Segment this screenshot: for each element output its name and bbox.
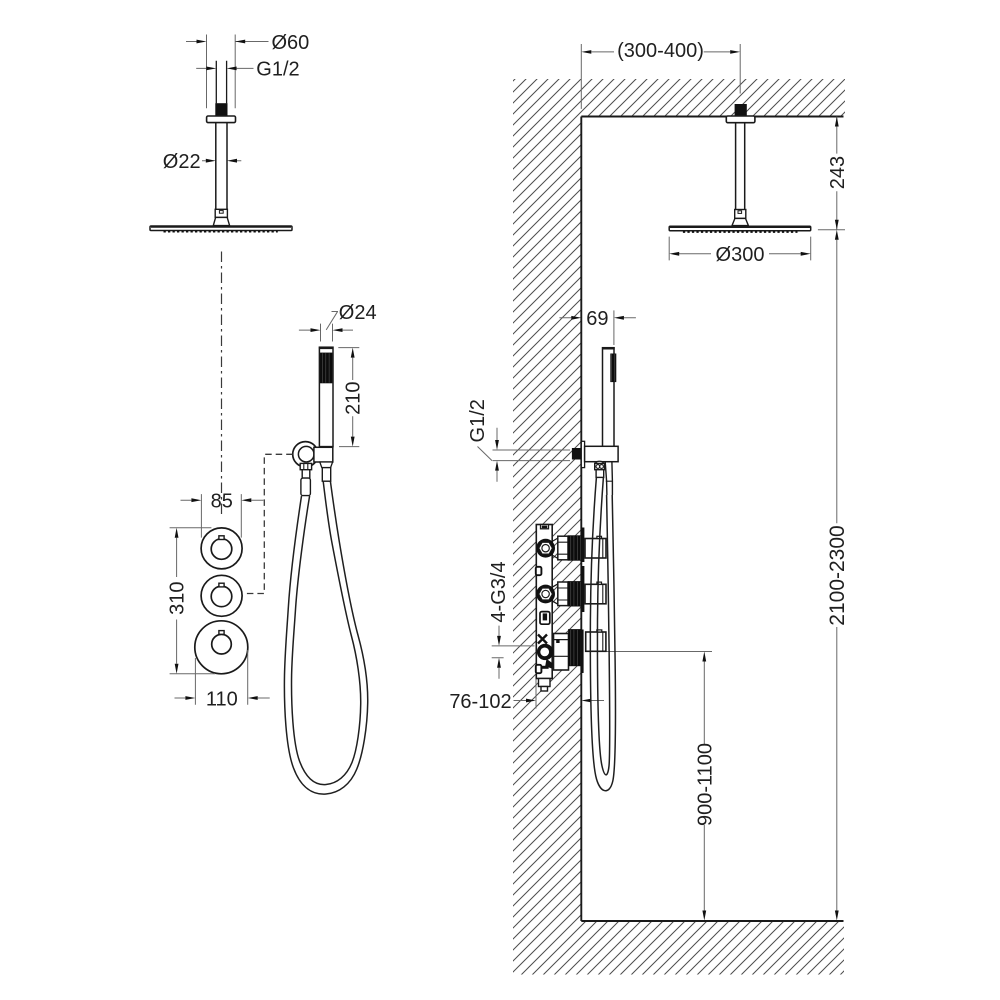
svg-text:4-G3/4: 4-G3/4 [488,561,510,622]
svg-text:69: 69 [586,308,608,330]
svg-text:110: 110 [206,688,238,710]
svg-text:Ø60: Ø60 [272,32,310,54]
svg-text:Ø22: Ø22 [163,151,201,173]
svg-text:243: 243 [827,156,849,189]
svg-text:Ø300: Ø300 [716,244,765,266]
svg-text:900-1100: 900-1100 [694,743,716,826]
svg-text:85: 85 [211,490,233,512]
svg-text:(300-400): (300-400) [617,40,704,62]
svg-text:2100-2300: 2100-2300 [826,525,849,625]
svg-text:G1/2: G1/2 [256,59,299,81]
svg-text:G1/2: G1/2 [467,399,489,442]
svg-text:310: 310 [167,582,189,615]
svg-text:Ø24: Ø24 [339,302,377,324]
svg-text:210: 210 [343,382,365,415]
svg-text:76-102: 76-102 [449,691,511,713]
